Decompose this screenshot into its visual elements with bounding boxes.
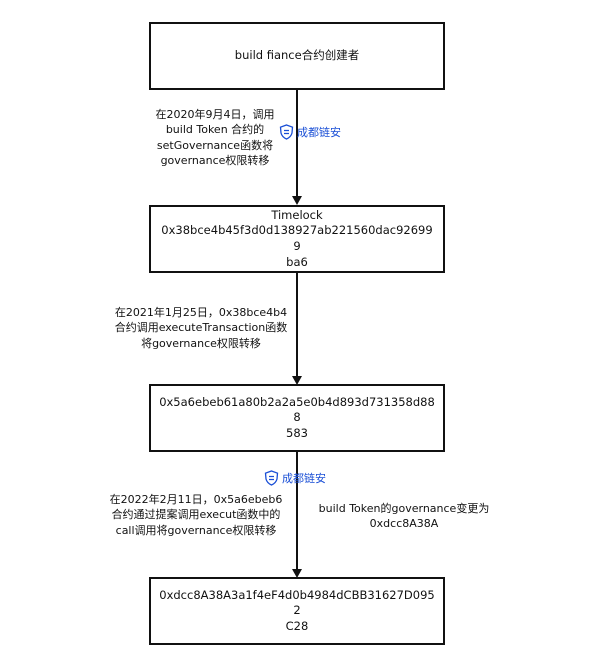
edge-label-3: 在2022年2月11日，0x5a6ebeb6 合约通过提案调用execut函数中… xyxy=(100,492,292,538)
arrow-1-line xyxy=(296,90,298,196)
watermark-2-text: 成都链安 xyxy=(282,472,326,485)
arrow-3-line xyxy=(296,452,298,570)
node-timelock-line-1: Timelock xyxy=(271,207,323,222)
edge-label-1-line-3: setGovernance函数将 xyxy=(156,138,274,152)
arrow-3-head xyxy=(292,569,302,578)
side-note-line-1: build Token的governance变更为 xyxy=(318,502,490,515)
side-note-line-2: 0xdcc8A38A xyxy=(369,517,439,531)
edge-label-3-line-1: 在2022年2月11日，0x5a6ebeb6 xyxy=(109,493,283,506)
edge-label-1-line-2: build Token 合约的 xyxy=(165,123,265,137)
node-addr3-line-1: 0xdcc8A38A3a1f4eF4d0b4984dCBB31627D0952 xyxy=(159,587,435,618)
edge-label-3-line-2: 合约通过提案调用execut函数中的 xyxy=(111,508,281,522)
node-addr2: 0x5a6ebeb61a80b2a2a5e0b4d893d731358d888 … xyxy=(149,384,445,452)
watermark-2: 成都链安 xyxy=(264,470,326,486)
node-creator-line-1: build fiance合约创建者 xyxy=(234,48,360,63)
edge-label-1-line-4: governance权限转移 xyxy=(160,154,270,168)
node-addr2-line-2: 583 xyxy=(286,425,308,440)
watermark-1-text: 成都链安 xyxy=(297,126,341,139)
node-creator: build fiance合约创建者 xyxy=(149,22,445,90)
arrow-2-head xyxy=(292,376,302,385)
edge-label-2-line-1: 在2021年1月25日，0x38bce4b4 xyxy=(114,306,288,319)
node-addr3-line-2: C28 xyxy=(285,618,309,633)
shield-logo-icon xyxy=(264,470,279,486)
edge-label-2-line-3: 将governance权限转移 xyxy=(141,336,261,350)
arrow-2-line xyxy=(296,273,298,377)
arrow-1-head xyxy=(292,196,302,205)
edge-label-2: 在2021年1月25日，0x38bce4b4 合约调用executeTransa… xyxy=(108,305,294,351)
node-timelock: Timelock 0x38bce4b45f3d0d138927ab221560d… xyxy=(149,205,445,273)
node-timelock-line-3: ba6 xyxy=(286,254,308,269)
edge-label-3-line-3: call调用将governance权限转移 xyxy=(115,523,277,537)
node-timelock-line-2: 0x38bce4b45f3d0d138927ab221560dac926999 xyxy=(161,223,433,253)
watermark-1: 成都链安 xyxy=(279,124,341,140)
side-note: build Token的governance变更为 0xdcc8A38A xyxy=(309,501,499,532)
edge-label-2-line-2: 合约调用executeTransaction函数 xyxy=(114,321,288,335)
edge-label-1-line-1: 在2020年9月4日，调用 xyxy=(155,108,275,121)
node-addr2-line-1: 0x5a6ebeb61a80b2a2a5e0b4d893d731358d888 xyxy=(159,394,435,425)
shield-logo-icon xyxy=(279,124,294,140)
edge-label-1: 在2020年9月4日，调用 build Token 合约的 setGoverna… xyxy=(140,107,290,169)
node-addr3: 0xdcc8A38A3a1f4eF4d0b4984dCBB31627D0952 … xyxy=(149,577,445,645)
